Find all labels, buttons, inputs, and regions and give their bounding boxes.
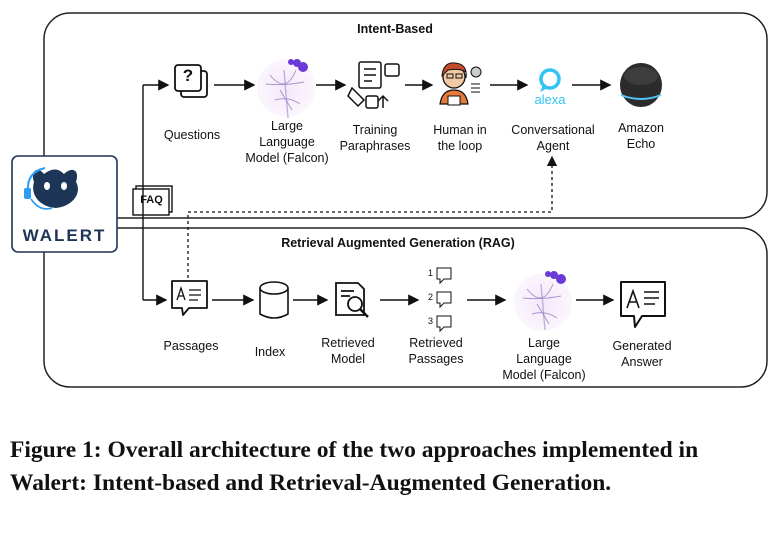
faq-icon: [132, 185, 173, 216]
training-paraphrases-label: Training Paraphrases: [339, 123, 411, 153]
amazon-echo-icon: [620, 63, 662, 107]
question-mark: ?: [182, 66, 194, 85]
passage-document-icon: [171, 280, 208, 316]
rank-number: 1: [428, 268, 434, 278]
human-in-loop-label: Human in the loop: [433, 123, 487, 153]
questions-label: Questions: [163, 128, 221, 142]
falcon-llm-icon: [257, 59, 315, 119]
generated-answer-label: Generated Answer: [612, 339, 672, 369]
rank-number: 2: [428, 292, 434, 302]
conversational-agent-label: Conversational Agent: [511, 123, 595, 153]
training-paraphrases-icon: [347, 61, 400, 109]
rank-number: 3: [428, 316, 434, 326]
rag-section-title: Retrieval Augmented Generation (RAG): [281, 236, 515, 250]
question-icon: [174, 64, 208, 98]
walert-logo: [11, 155, 118, 253]
index-label: Index: [254, 345, 286, 359]
human-in-loop-icon: [439, 62, 482, 106]
rag-section-box: [43, 227, 768, 388]
amazon-echo-label: Amazon Echo: [618, 121, 664, 151]
answer-bubble-icon: [620, 281, 666, 328]
alexa-logo-icon: alexa: [534, 68, 566, 107]
figure-caption: Figure 1: Overall architecture of the tw…: [10, 437, 699, 496]
ranked-passages-icon: [436, 267, 452, 333]
intent-section-box: [43, 12, 768, 219]
retrieved-passages-label: Retrieved Passages: [408, 336, 464, 366]
svg-text:alexa: alexa: [534, 92, 566, 107]
llm-label-top: Large Language Model (Falcon): [245, 119, 329, 165]
search-document-icon: [335, 282, 369, 318]
dashed-connector-arrow: [187, 155, 558, 278]
architecture-diagram: alexa: [11, 12, 768, 388]
llm-label-bottom: Large Language Model (Falcon): [502, 336, 586, 382]
retrieved-model-label: Retrieved Model: [321, 336, 375, 366]
database-icon: [259, 281, 289, 319]
walert-logo-text: WALERT: [22, 226, 107, 245]
faq-label: FAQ: [140, 194, 163, 206]
passages-label: Passages: [163, 339, 219, 353]
falcon-llm-icon: [514, 271, 572, 331]
intent-section-title: Intent-Based: [357, 22, 433, 36]
